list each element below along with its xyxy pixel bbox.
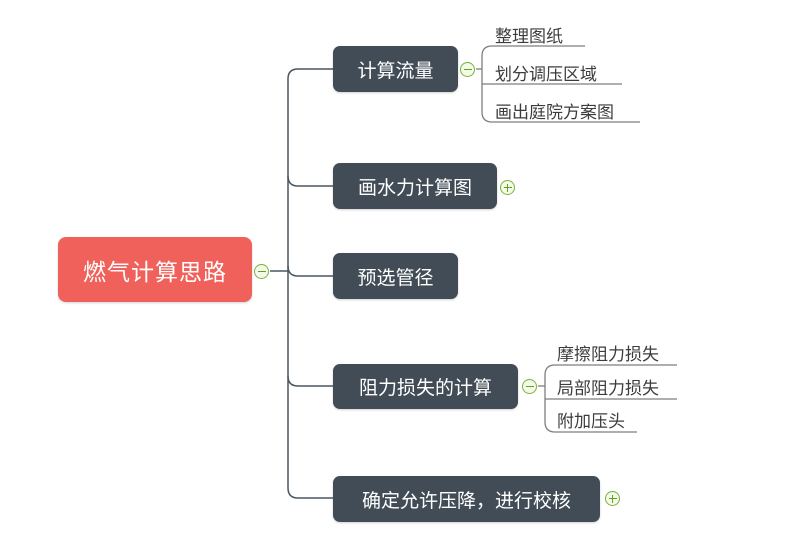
leaf-node[interactable]: 整理图纸 [495,27,563,47]
branch-node-calc-flow[interactable]: 计算流量 [333,46,458,92]
branch-node-verify-pressure-drop[interactable]: 确定允许压降，进行校核 [333,476,600,522]
leaf-node[interactable]: 画出庭院方案图 [495,103,614,123]
expand-icon[interactable] [605,491,620,506]
branch-node-hydraulic-diagram[interactable]: 画水力计算图 [333,163,497,209]
branch-node-preselect-diameter[interactable]: 预选管径 [333,253,458,299]
collapse-icon[interactable] [254,264,269,279]
leaf-node[interactable]: 附加压头 [557,412,625,432]
leaf-node[interactable]: 摩擦阻力损失 [557,345,659,365]
branch-node-resistance-loss[interactable]: 阻力损失的计算 [333,364,518,409]
collapse-icon[interactable] [522,379,537,394]
expand-icon[interactable] [500,180,515,195]
root-node[interactable]: 燃气计算思路 [58,237,252,302]
trunk-connectors [270,68,333,499]
collapse-icon[interactable] [460,62,475,77]
leaf-node[interactable]: 局部阻力损失 [557,379,659,399]
leaf-node[interactable]: 划分调压区域 [495,65,597,85]
